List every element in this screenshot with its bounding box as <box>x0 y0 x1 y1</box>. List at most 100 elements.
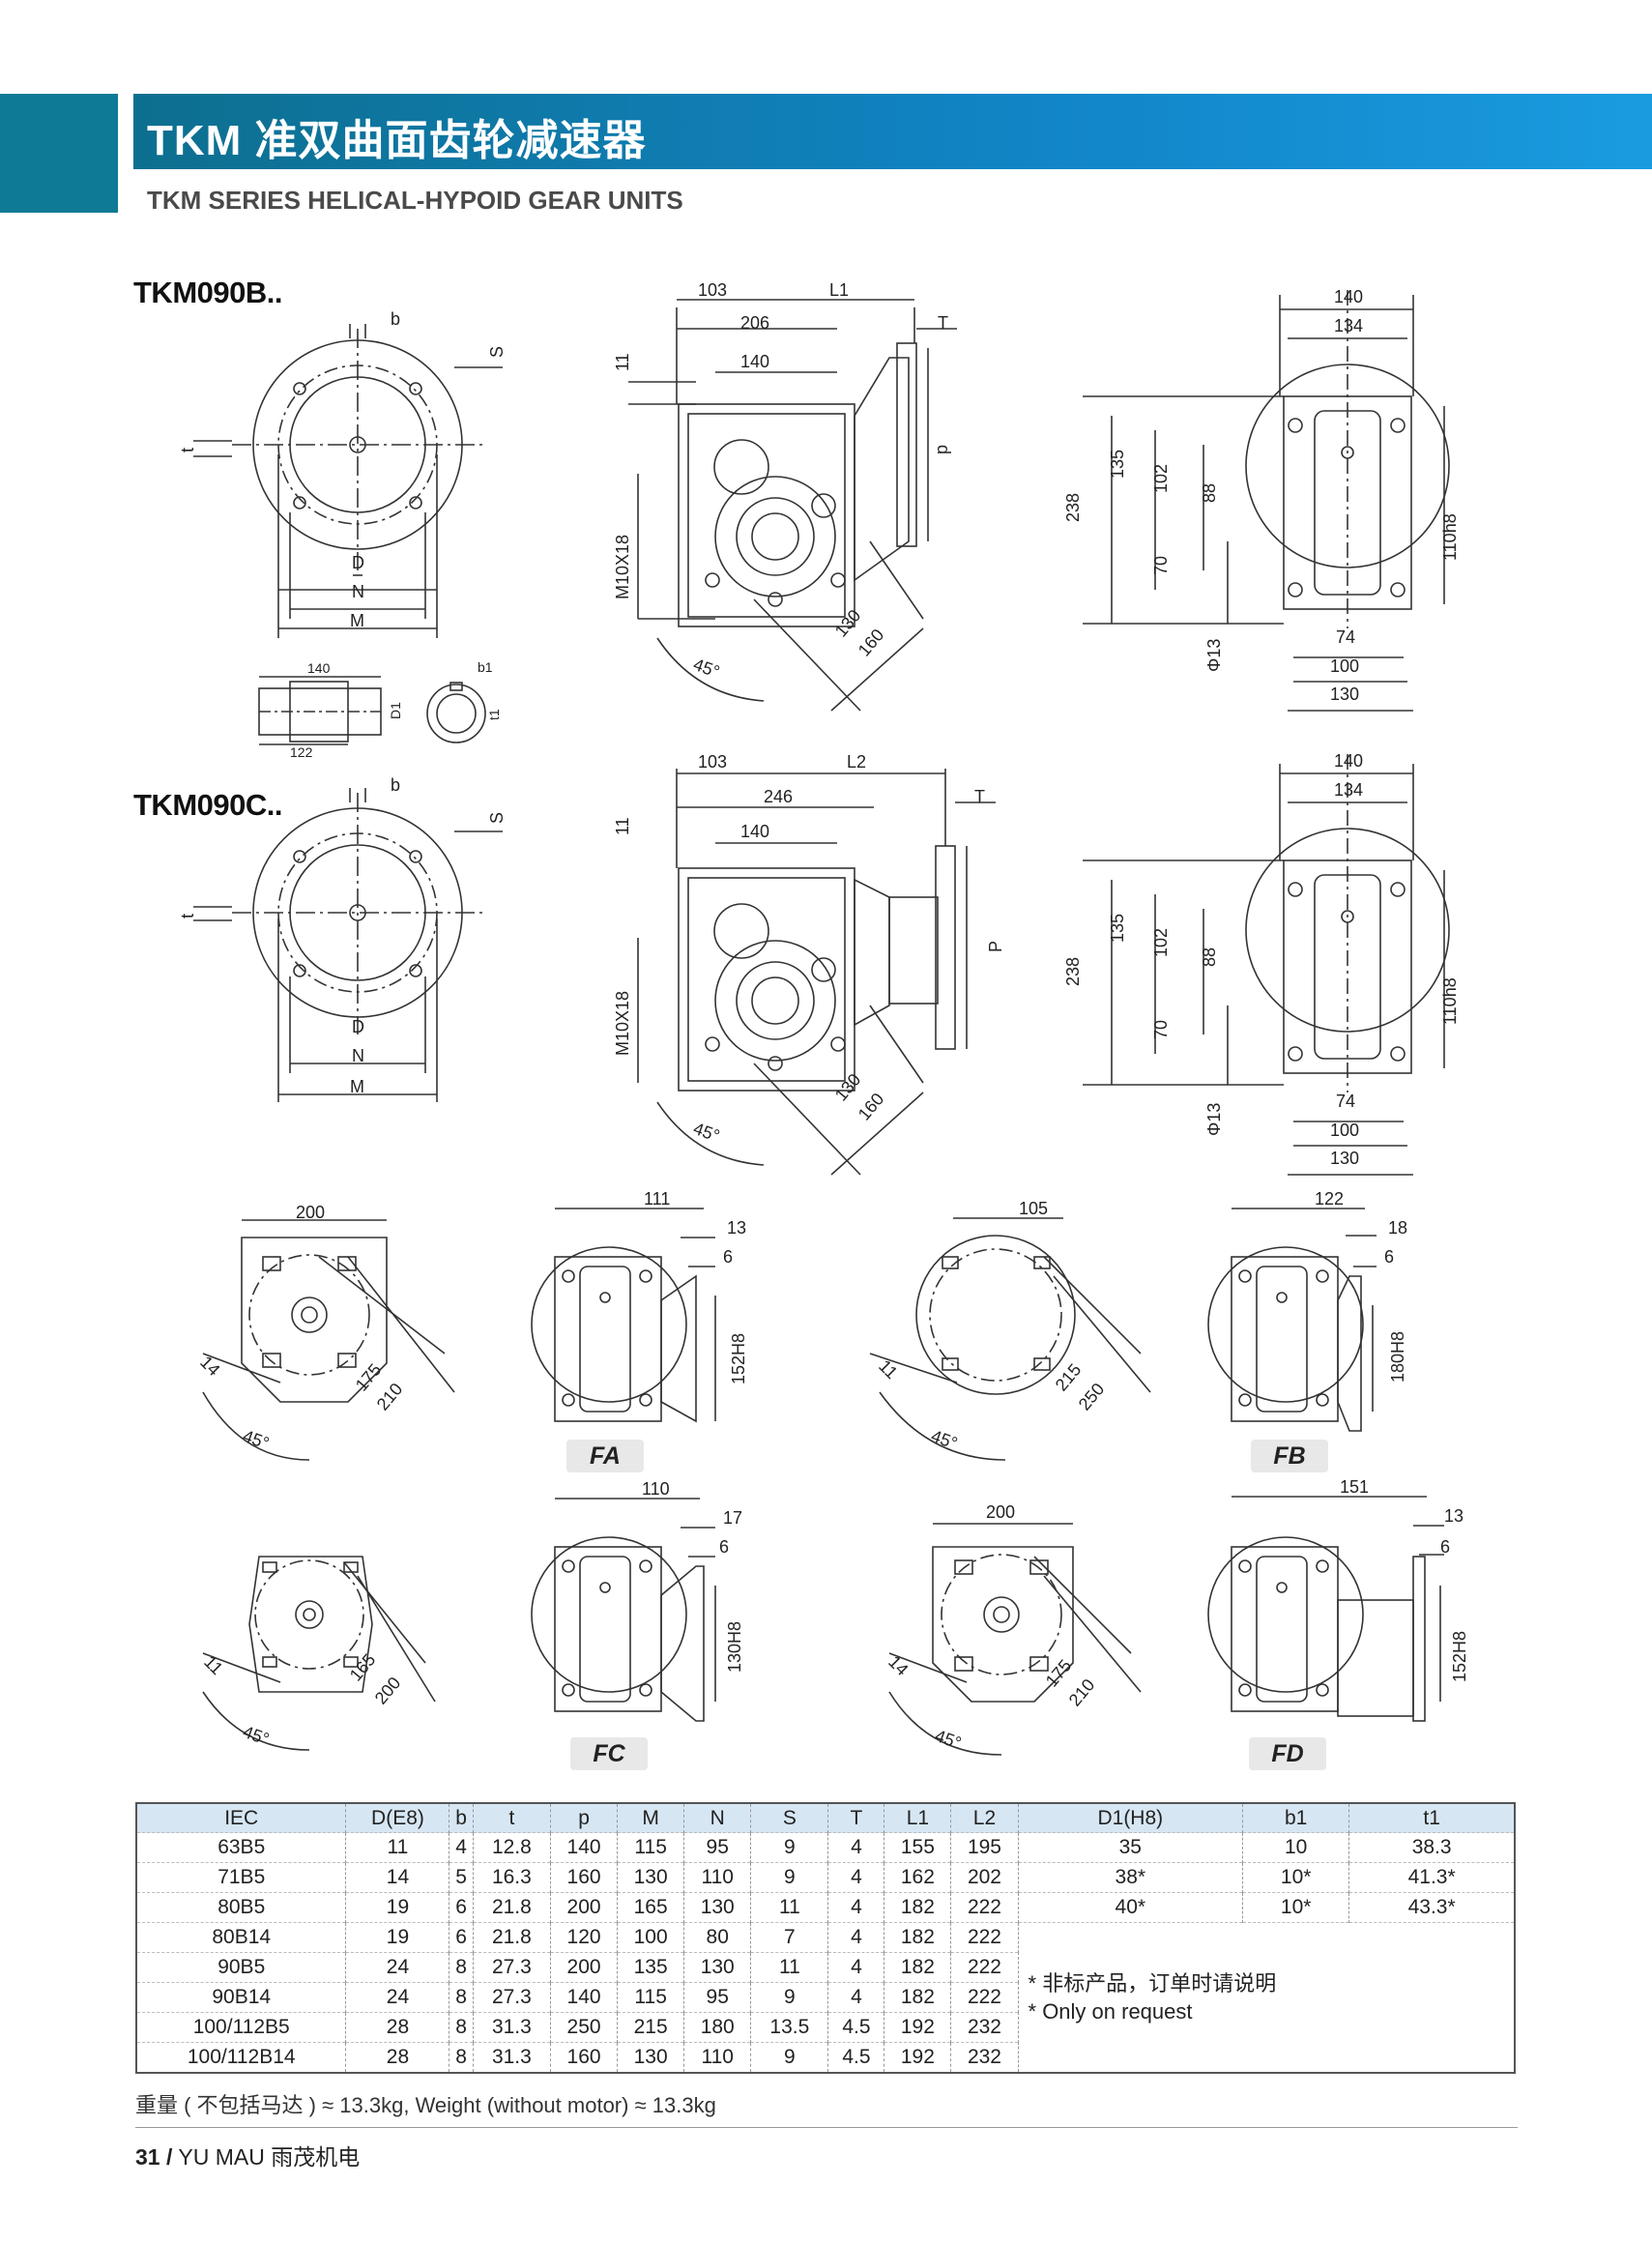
table-cell: 12.8 <box>472 1832 551 1863</box>
footer-separator: / <box>165 2144 173 2170</box>
table-cell: 4 <box>827 1982 884 2013</box>
dim-238-b: 238 <box>1063 493 1083 522</box>
table-cell: 135 <box>617 1952 684 1983</box>
table-cell: 155 <box>884 1832 951 1863</box>
table-cell: 95 <box>683 1832 751 1863</box>
table-cell: 100 <box>617 1922 684 1953</box>
table-cell: 9 <box>750 1862 828 1893</box>
table-cell: 200 <box>550 1952 618 1983</box>
col-header: b <box>449 1803 474 1833</box>
table-cell: 140 <box>550 1832 618 1863</box>
table-cell: 9 <box>750 1982 828 2013</box>
table-cell: 232 <box>950 2042 1019 2073</box>
col-header: IEC <box>136 1803 346 1833</box>
table-cell: 14 <box>345 1862 449 1893</box>
dim-130-c: 130 <box>831 1070 865 1105</box>
table-cell: 160 <box>550 1862 618 1893</box>
table-cell: 27.3 <box>472 1982 551 2013</box>
table-cell: 19 <box>345 1892 449 1923</box>
col-header: L2 <box>950 1803 1019 1833</box>
table-cell: 192 <box>884 2012 951 2043</box>
fd-t2: 6 <box>1440 1537 1450 1557</box>
flange-fb-front <box>869 1217 1151 1461</box>
table-cell: 43.3* <box>1348 1892 1515 1923</box>
flange-fd-front <box>888 1523 1142 1756</box>
motor-flange-view-c <box>193 788 503 1102</box>
table-cell: 38* <box>1017 1862 1243 1893</box>
dim-74-c: 74 <box>1336 1092 1355 1111</box>
shaft-d1-label: D1 <box>388 702 403 719</box>
dim-102-b: 102 <box>1151 464 1171 493</box>
table-cell: 24 <box>345 1982 449 2013</box>
table-cell: 28 <box>345 2012 449 2043</box>
table-cell: 41.3* <box>1348 1862 1515 1893</box>
dim-238-c: 238 <box>1063 957 1083 986</box>
table-cell: 63B5 <box>136 1832 346 1863</box>
table-cell: 222 <box>950 1892 1019 1923</box>
dim-103-b: 103 <box>698 280 727 300</box>
dim-t-c: T <box>974 787 985 806</box>
fb-t2: 6 <box>1384 1247 1394 1267</box>
dim-s-label-c: S <box>487 812 507 824</box>
footer: 31 / YU MAU 雨茂机电 <box>135 2139 360 2171</box>
table-cell: 11 <box>750 1952 828 1983</box>
fd-pilot: 152H8 <box>1450 1631 1469 1682</box>
table-cell: 80B5 <box>136 1892 346 1923</box>
table-cell: 90B14 <box>136 1982 346 2013</box>
table-cell: 4 <box>827 1892 884 1923</box>
dim-110h8-c: 110h8 <box>1440 977 1460 1025</box>
dim-m10-c: M10X18 <box>613 991 632 1056</box>
table-cell: 19 <box>345 1922 449 1953</box>
dim-m-label: M <box>350 611 364 630</box>
fb-hole: 11 <box>875 1356 901 1383</box>
table-cell: 6 <box>449 1922 474 1953</box>
table-cell: 7 <box>750 1922 828 1953</box>
table-cell: 21.8 <box>472 1922 551 1953</box>
table-cell: 31.3 <box>472 2042 551 2073</box>
dim-b-label-c: b <box>391 775 400 795</box>
shaft-length-label: 140 <box>307 660 331 676</box>
dim-d-label-c: D <box>352 1017 364 1036</box>
page-subtitle: TKM SERIES HELICAL-HYPOID GEAR UNITS <box>147 186 683 215</box>
weight-note: 重量 ( 不包括马达 ) ≈ 13.3kg, Weight (without m… <box>135 2093 716 2117</box>
table-cell: 140 <box>550 1982 618 2013</box>
fd-hole: 14 <box>884 1652 912 1679</box>
flange-fa-front <box>202 1219 455 1461</box>
fc-side: 110 <box>642 1479 670 1499</box>
dimension-table: IEC D(E8) b t p M N S T L1 L2 D1(H8) b1 … <box>135 1802 1516 2074</box>
table-cell: 130 <box>683 1952 751 1983</box>
dim-160-b: 160 <box>855 626 888 660</box>
dim-130-b: 130 <box>831 606 865 641</box>
fd-side: 151 <box>1340 1477 1369 1497</box>
dim-88-b: 88 <box>1200 483 1219 503</box>
table-cell: 182 <box>884 1952 951 1983</box>
fb-pilot: 180H8 <box>1388 1331 1407 1383</box>
table-cell: 4 <box>827 1922 884 1953</box>
dim-140-end-c: 140 <box>1334 751 1363 771</box>
fa-pilot: 152H8 <box>729 1333 748 1384</box>
table-note: * 非标产品，订单时请说明* Only on request <box>1017 1922 1515 2073</box>
table-cell: 180 <box>683 2012 751 2043</box>
dim-d-label: D <box>352 553 364 572</box>
dim-l1-label: L1 <box>829 280 849 300</box>
table-cell: 192 <box>884 2042 951 2073</box>
dim-103-c: 103 <box>698 752 727 772</box>
col-header: t1 <box>1348 1803 1515 1833</box>
fb-t1: 18 <box>1388 1218 1407 1238</box>
motor-flange-view-b <box>193 324 503 638</box>
table-header-row: IEC D(E8) b t p M N S T L1 L2 D1(H8) b1 … <box>136 1803 1515 1833</box>
dim-246-label: 246 <box>764 787 793 806</box>
table-cell: 8 <box>449 2012 474 2043</box>
dim-phi13-c: Φ13 <box>1204 1103 1224 1136</box>
table-cell: 11 <box>345 1832 449 1863</box>
table-cell: 13.5 <box>750 2012 828 2043</box>
dim-m-label-c: M <box>350 1077 364 1096</box>
table-cell: 130 <box>683 1892 751 1923</box>
fa-t1: 13 <box>727 1218 746 1238</box>
dim-s-label: S <box>487 346 507 358</box>
